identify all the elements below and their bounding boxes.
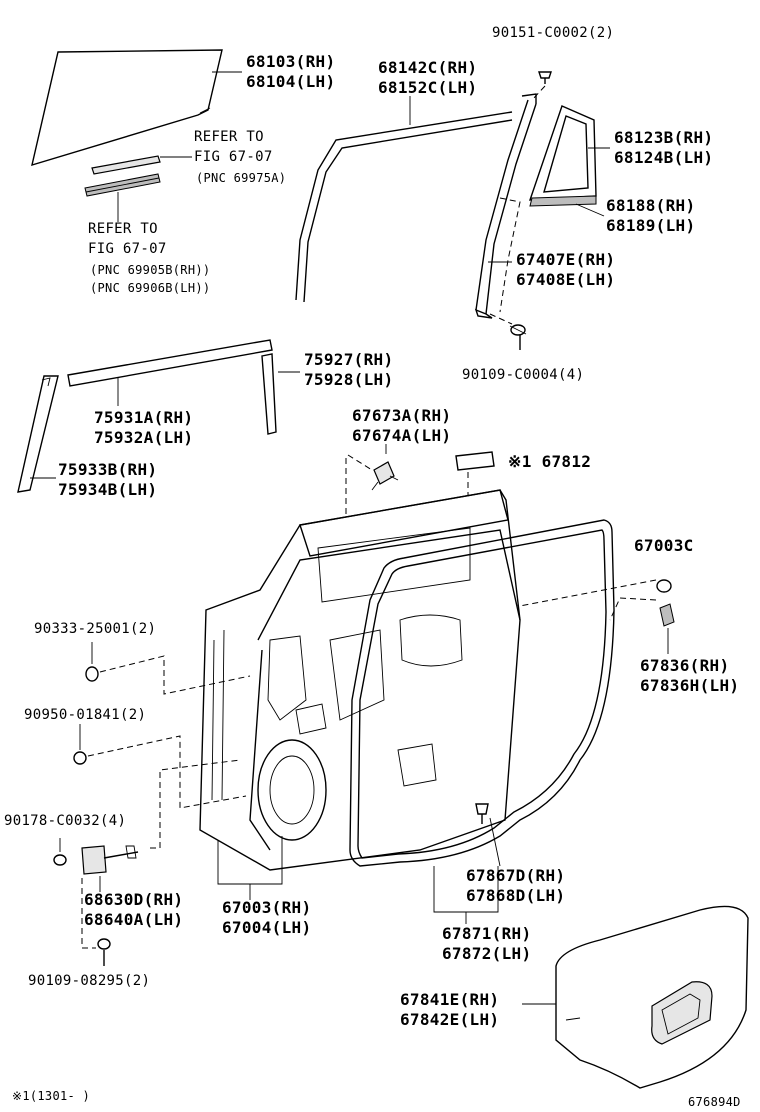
clip-90333 <box>85 642 251 695</box>
part-label-68123b: 68123B(RH) <box>614 128 714 147</box>
part-label-90109-c0004: 90109-C0004(4) <box>462 367 585 383</box>
clip-67867d <box>475 803 501 867</box>
part-label-68124b: 68124B(LH) <box>614 148 714 167</box>
refer-note-1c: (PNC 69975A) <box>196 171 287 185</box>
cap-67003c <box>519 579 672 607</box>
part-label-67003c: 67003C <box>634 536 694 555</box>
part-label-68152c: 68152C(LH) <box>378 78 478 97</box>
door-check <box>53 759 241 949</box>
refer-note-1b: FIG 67-07 <box>194 149 273 165</box>
part-label-67674a: 67674A(LH) <box>352 426 452 445</box>
part-label-75932a: 75932A(LH) <box>94 428 194 447</box>
part-label-68189: 68189(LH) <box>606 216 696 235</box>
part-label-67841e: 67841E(RH) <box>400 990 500 1009</box>
footnote: ※1(1301- ) <box>12 1089 91 1103</box>
door-weatherstrip <box>349 519 615 867</box>
part-label-75927: 75927(RH) <box>304 350 394 369</box>
pillar-garnish <box>17 375 59 493</box>
refer-note-2a: REFER TO <box>88 221 158 237</box>
service-hole-cover <box>522 905 749 1089</box>
part-label-68104: 68104(LH) <box>246 72 336 91</box>
part-label-90178: 90178-C0032(4) <box>4 813 127 829</box>
clip-90151 <box>531 71 552 101</box>
refer-note-2d: (PNC 69906B(LH)) <box>90 281 211 295</box>
part-label-90333: 90333-25001(2) <box>34 621 157 637</box>
part-label-75931a: 75931A(RH) <box>94 408 194 427</box>
bolt-90109-08295 <box>97 938 111 966</box>
part-label-75934b: 75934B(LH) <box>58 480 158 499</box>
quarter-glass <box>529 105 610 217</box>
part-label-68630d: 68630D(RH) <box>84 890 184 909</box>
bolt-90109 <box>489 313 527 350</box>
part-label-67836h: 67836H(LH) <box>640 676 740 695</box>
part-label-68640a: 68640A(LH) <box>84 910 184 929</box>
door-glass <box>31 49 223 167</box>
diagram-id: 676894D <box>688 1095 741 1109</box>
part-label-67408e: 67408E(LH) <box>516 270 616 289</box>
part-label-67673a: 67673A(RH) <box>352 406 452 425</box>
part-label-68188: 68188(RH) <box>606 196 696 215</box>
leader-67003 <box>217 836 283 900</box>
part-label-67003: 67003(RH) <box>222 898 312 917</box>
door-panel <box>199 489 521 871</box>
part-label-67872: 67872(LH) <box>442 944 532 963</box>
glass-run <box>295 96 513 303</box>
part-label-68103: 68103(RH) <box>246 52 336 71</box>
part-label-68142c: 68142C(RH) <box>378 58 478 77</box>
refer-note-1a: REFER TO <box>194 129 264 145</box>
plug-90950 <box>73 724 247 809</box>
part-label-90950: 90950-01841(2) <box>24 707 147 723</box>
part-label-67812: ※1 67812 <box>508 452 592 471</box>
part-label-75933b: 75933B(RH) <box>58 460 158 479</box>
refer-note-2c: (PNC 69905B(RH)) <box>90 263 211 277</box>
part-label-67842e: 67842E(LH) <box>400 1010 500 1029</box>
refer-note-2b: FIG 67-07 <box>88 241 167 257</box>
rear-moulding <box>261 353 300 435</box>
part-label-90151: 90151-C0002(2) <box>492 25 615 41</box>
part-label-90109-08295: 90109-08295(2) <box>28 973 151 989</box>
division-bar <box>474 93 537 319</box>
plug-67836 <box>609 597 675 654</box>
leader-67871 <box>433 866 499 924</box>
part-label-67836: 67836(RH) <box>640 656 730 675</box>
part-label-67871: 67871(RH) <box>442 924 532 943</box>
part-label-67868d: 67868D(LH) <box>466 886 566 905</box>
belt-moulding <box>67 339 273 406</box>
part-label-67407e: 67407E(RH) <box>516 250 616 269</box>
part-label-75928: 75928(LH) <box>304 370 394 389</box>
glass-channel <box>84 155 161 197</box>
leader-lines-glass <box>117 71 242 222</box>
part-label-67004: 67004(LH) <box>222 918 312 937</box>
part-label-67867d: 67867D(RH) <box>466 866 566 885</box>
